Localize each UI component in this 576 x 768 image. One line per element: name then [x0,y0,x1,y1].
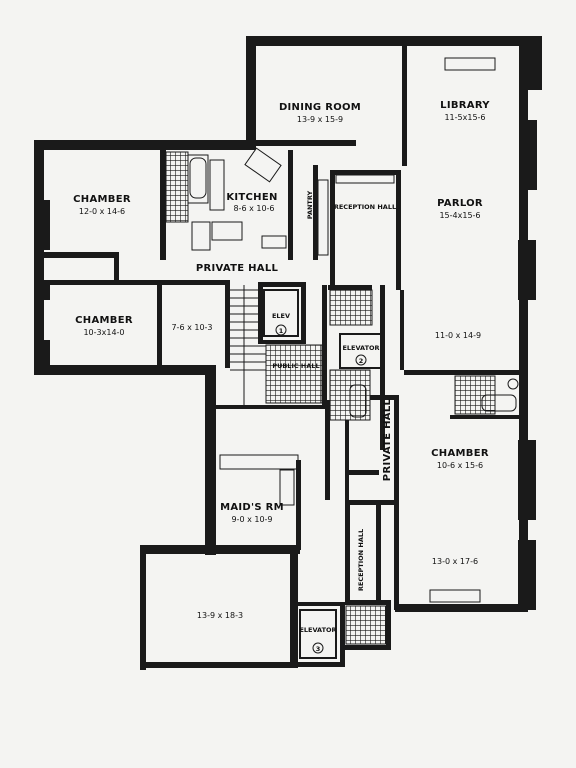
dining-room-name: DINING ROOM [279,102,361,113]
reception-hall-bottom-name: RECEPTION HALL [357,529,365,591]
private-hall-top-name: PRIVATE HALL [196,263,279,274]
exterior-walls [34,36,542,670]
reception-hall-top-name: RECEPTION HALL [334,203,396,211]
small-room-dims: 7-6 x 10-3 [171,323,212,332]
interior-walls [44,46,520,667]
dining-room-dims: 13-9 x 15-9 [297,115,343,124]
room-labels: DINING ROOM 13-9 x 15-9 LIBRARY 11-5x15-… [73,100,490,653]
chamber-nw-dims: 12-0 x 14-6 [79,207,125,216]
chamber-w-name: CHAMBER [75,315,133,326]
parlor-dims: 15-4x15-6 [439,211,480,220]
public-hall-name: PUBLIC HALL [272,362,319,370]
fixtures [165,57,519,659]
kitchen-dims: 8-6 x 10-6 [233,204,274,213]
chamber-w-dims: 10-3x14-0 [83,328,124,337]
elevator-top-name: ELEV [272,312,290,320]
elevator-mid-name: ELEVATOR [342,344,379,352]
elevator-mid-num: 2 [359,357,364,365]
library-dims: 11-5x15-6 [444,113,485,122]
library-name: LIBRARY [440,100,490,111]
maids-room-dims: 9-0 x 10-9 [231,515,272,524]
kitchen-name: KITCHEN [226,192,277,203]
pantry-name: PANTRY [306,190,314,219]
elevator-bottom-num: 3 [316,645,321,653]
parlor-name: PARLOR [437,198,483,209]
southeast-room-dims: 13-0 x 17-6 [432,557,478,566]
east-room-dims: 11-0 x 14-9 [435,331,481,340]
chamber-nw-name: CHAMBER [73,194,131,205]
maids-room-name: MAID'S RM [220,502,284,513]
elevator-top-num: 1 [279,327,284,335]
chamber-e-dims: 10-6 x 15-6 [437,461,483,470]
southwest-room-dims: 13-9 x 18-3 [197,611,243,620]
private-hall-right-name: PRIVATE HALL [382,398,393,481]
chamber-e-name: CHAMBER [431,448,489,459]
elevator-bottom-name: ELEVATOR [299,626,336,634]
